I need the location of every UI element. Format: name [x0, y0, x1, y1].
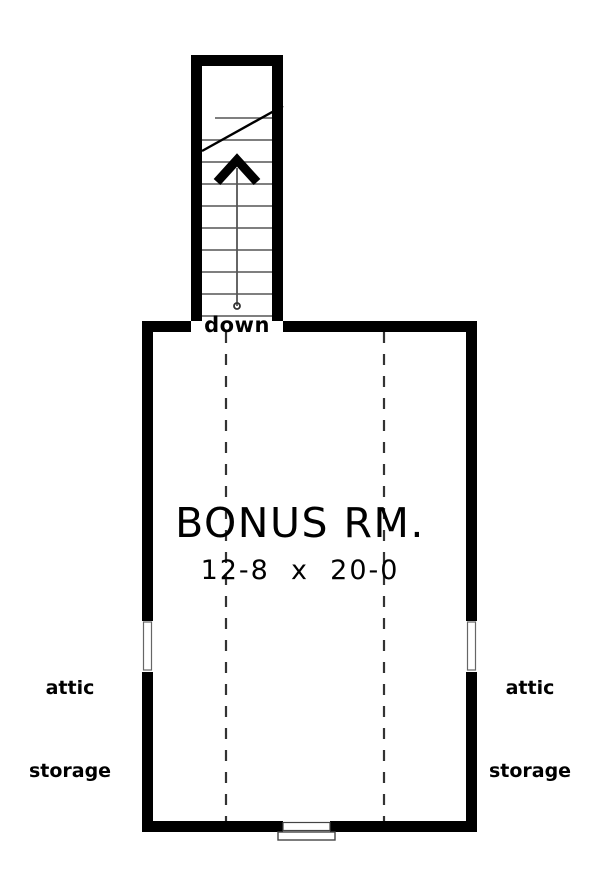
room-top-wall-right [283, 321, 477, 332]
window-inner-pane [282, 821, 331, 832]
window-sill [277, 831, 336, 841]
room-top-wall-left [142, 321, 191, 332]
stair-up-arrow-icon [213, 153, 261, 186]
right-attic-access-opening [466, 621, 477, 671]
stairwell-left-wall [191, 55, 202, 321]
stair-break-line [201, 104, 284, 153]
dashed-guide-lines [224, 332, 386, 821]
stairwell-walls [191, 55, 283, 321]
stair-origin-dot [233, 302, 241, 310]
room-right-wall-upper [466, 321, 477, 621]
bottom-window [277, 821, 336, 841]
left-attic-access-opening [142, 621, 153, 671]
room-left-wall-upper [142, 321, 153, 621]
right-opening-panel [466, 621, 477, 671]
room-bottom-wall-right [330, 821, 477, 832]
stairwell-right-wall [272, 55, 283, 321]
room-left-wall-lower [142, 672, 153, 832]
left-opening-panel [142, 621, 153, 671]
bonus-room-walls [142, 321, 477, 832]
room-right-wall-lower [466, 672, 477, 832]
stairwell-top-wall [191, 55, 283, 66]
room-bottom-wall-left [142, 821, 283, 832]
